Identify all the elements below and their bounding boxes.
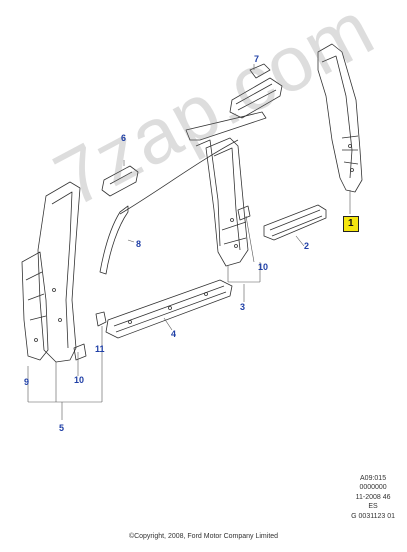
callout-6[interactable]: 6 xyxy=(121,133,127,143)
leader-lines xyxy=(27,64,351,420)
callout-3[interactable]: 3 xyxy=(240,302,246,312)
part-2-sill-panel xyxy=(263,204,327,241)
reference-line-5: G 0031123 01 xyxy=(351,512,395,520)
reference-line-1: A09:015 xyxy=(360,475,387,482)
callout-5[interactable]: 5 xyxy=(59,423,65,433)
callout-2[interactable]: 2 xyxy=(304,241,310,251)
part-8-seal-strip xyxy=(99,139,239,275)
callout-4[interactable]: 4 xyxy=(171,329,177,339)
part-11-clip xyxy=(95,311,107,327)
callout-11[interactable]: 11 xyxy=(95,344,105,354)
callout-7[interactable]: 7 xyxy=(254,54,260,64)
copyright-text: ©Copyright, 2008, Ford Motor Company Lim… xyxy=(128,533,279,540)
callout-8[interactable]: 8 xyxy=(136,239,142,249)
reference-block: A09:015 0000000 11-2008 46 ES G 0031123 … xyxy=(351,474,395,521)
reference-line-3: 11-2008 46 xyxy=(355,493,391,501)
callout-9[interactable]: 9 xyxy=(24,377,30,387)
callout-10-center[interactable]: 10 xyxy=(258,262,269,272)
part-1-rear-pillar xyxy=(317,43,363,193)
part-3-center-pillar xyxy=(185,111,267,267)
part-5-front-pillar xyxy=(21,181,87,363)
part-7-upper-panel xyxy=(229,63,283,119)
reference-line-4: ES xyxy=(368,503,378,511)
callout-10-front[interactable]: 10 xyxy=(74,375,85,385)
part-6-bracket xyxy=(101,165,139,197)
callout-1-highlighted[interactable]: 1 xyxy=(343,216,359,232)
part-4-rocker-panel xyxy=(105,279,233,339)
reference-line-2: 0000000 xyxy=(359,484,387,492)
